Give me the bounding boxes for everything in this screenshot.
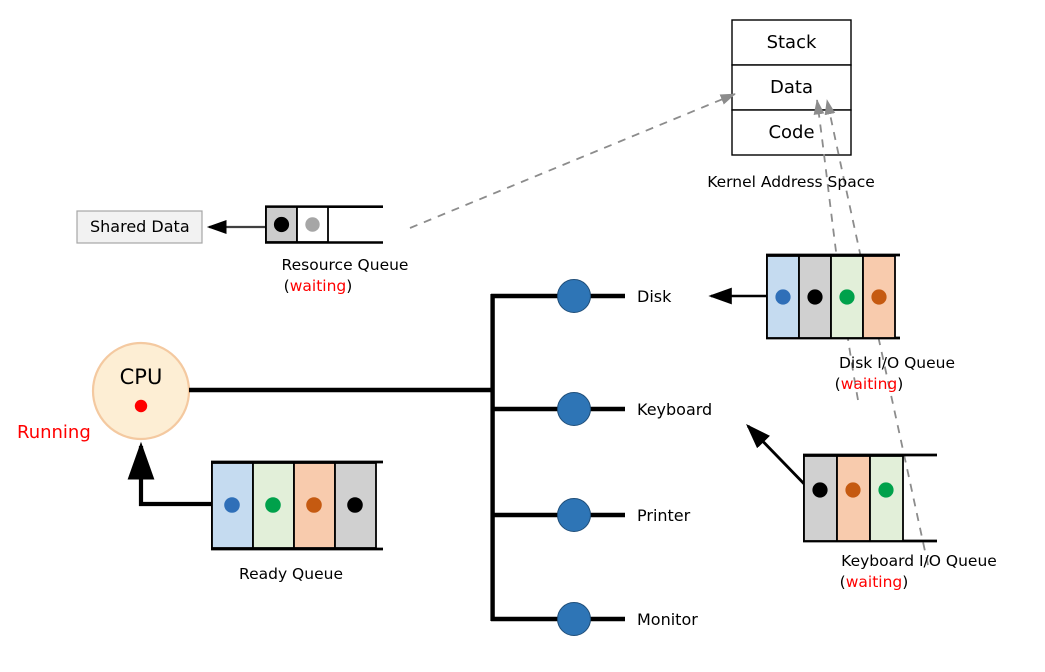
- resource-queue-caption: Resource Queue: [281, 256, 409, 274]
- ready-queue-cells: [211, 462, 377, 549]
- keyboard-io-queue-outline: [803, 453, 937, 543]
- device-label-disk: Disk: [637, 287, 672, 306]
- keyboard-io-queue-state: (waiting): [840, 572, 909, 593]
- resource-queue-outline: [264, 205, 383, 244]
- cpu-circle: [91, 341, 191, 441]
- disk-io-queue-outline: [766, 253, 900, 340]
- kernel-address-space-caption: Kernel Address Space: [707, 173, 875, 191]
- ready-to-cpu-arrow: [127, 441, 211, 507]
- device-label-keyboard: Keyboard: [637, 400, 713, 419]
- cpu-running-label: Running: [17, 422, 91, 443]
- cpu-running-dot: [134, 399, 148, 413]
- cpu-label: CPU: [119, 365, 163, 389]
- keyboard-queue-to-keyboard-arrow: [746, 423, 814, 493]
- resource-queue-state-close: ): [346, 277, 353, 295]
- device-label-printer: Printer: [637, 506, 691, 525]
- ready-queue-outline: [210, 460, 383, 551]
- disk-io-queue-state-value: waiting: [840, 375, 898, 393]
- disk-io-queue-caption: Disk I/O Queue: [838, 354, 956, 372]
- data-segment-label: Data: [770, 77, 813, 98]
- shared-data-dashed-arrow: [409, 93, 736, 229]
- keyboard-queue-dashed-arrow: [824, 99, 929, 566]
- stack-segment-label: Stack: [766, 32, 817, 53]
- resource-queue-state: (waiting): [284, 276, 353, 297]
- resource-queue-cells: [265, 206, 329, 243]
- ready-queue-caption: Ready Queue: [239, 565, 343, 583]
- keyboard-io-queue-caption: Keyboard I/O Queue: [841, 552, 997, 570]
- keyboard-io-queue-cells: [803, 455, 904, 542]
- device-bus-tree: [490, 279, 625, 636]
- code-segment-label: Code: [768, 122, 815, 143]
- disk-io-queue-state-open: (: [834, 375, 841, 393]
- keyboard-io-queue-state-value: waiting: [845, 573, 903, 591]
- keyboard-io-queue-state-close: ): [902, 573, 909, 591]
- resource-queue-state-open: (: [283, 277, 290, 295]
- disk-io-queue-state-close: ): [897, 375, 904, 393]
- device-label-monitor: Monitor: [637, 610, 698, 629]
- keyboard-io-queue-state-open: (: [839, 573, 846, 591]
- disk-io-queue-state: (waiting): [835, 374, 904, 395]
- disk-io-queue-cells: [766, 255, 896, 339]
- shared-data-label: Shared Data: [90, 217, 190, 236]
- resource-queue-state-value: waiting: [289, 277, 347, 295]
